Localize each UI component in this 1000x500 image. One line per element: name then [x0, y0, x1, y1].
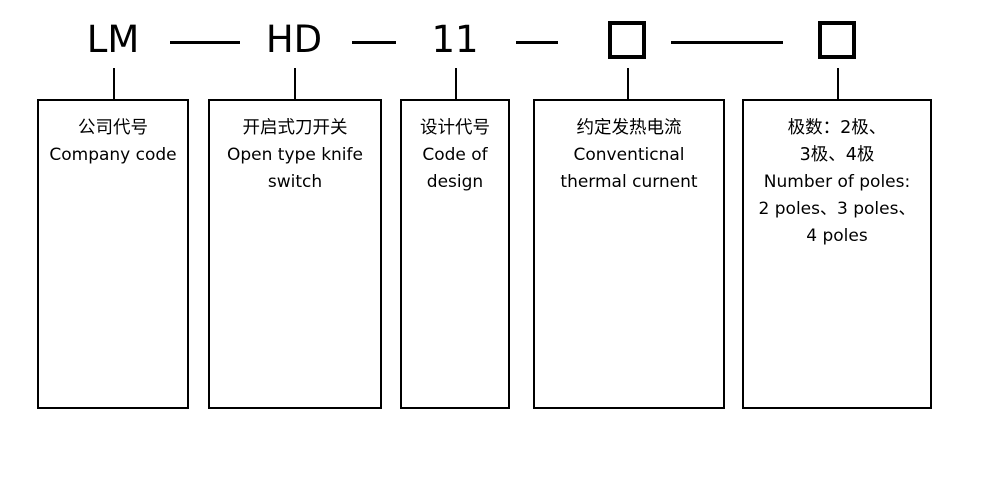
description-line-en: 4 poles: [806, 226, 868, 246]
description-box-conventional-thermal-current: 约定发热电流 Conventicnal thermal curnent: [533, 99, 725, 409]
connector-stem-company-code: [113, 68, 115, 100]
description-line-en: Number of poles:: [763, 172, 911, 192]
description-line-cn: 3极、4极: [799, 145, 875, 165]
description-line-cn: 约定发热电流: [576, 118, 682, 138]
description-line-cn: 开启式刀开关: [242, 118, 348, 138]
connector-stem-conventional-thermal-current: [627, 68, 629, 100]
description-box-company-code: 公司代号 Company code: [37, 99, 189, 409]
code-separator-dash-1: [170, 41, 240, 44]
code-token-design: 11: [431, 18, 479, 61]
code-separator-dash-3: [516, 41, 558, 44]
description-line-cn: 设计代号: [420, 118, 490, 138]
description-line-en: Code of: [422, 145, 488, 165]
code-token-company: LM: [86, 18, 140, 61]
code-separator-dash-4: [671, 41, 783, 44]
description-line-cn: 公司代号: [78, 118, 148, 138]
connector-stem-open-type-knife-switch: [294, 68, 296, 100]
description-box-number-of-poles: 极数：2极、 3极、4极 Number of poles: 2 poles、3 …: [742, 99, 932, 409]
description-box-open-type-knife-switch: 开启式刀开关 Open type knife switch: [208, 99, 382, 409]
code-token-poles-placeholder-square: [818, 21, 856, 59]
description-line-en: 2 poles、3 poles、: [758, 199, 916, 219]
description-line-cn: 极数：2极、: [787, 118, 887, 138]
description-line-en: Conventicnal: [573, 145, 685, 165]
code-token-current-placeholder-square: [608, 21, 646, 59]
description-line-en: thermal curnent: [560, 172, 698, 192]
description-line-en: design: [426, 172, 484, 192]
connector-stem-code-of-design: [455, 68, 457, 100]
code-token-series: HD: [265, 18, 323, 61]
description-line-en: Company code: [49, 145, 177, 165]
connector-stem-number-of-poles: [837, 68, 839, 100]
description-line-en: switch: [267, 172, 323, 192]
code-separator-dash-2: [352, 41, 396, 44]
description-line-en: Open type knife: [227, 145, 363, 165]
description-box-code-of-design: 设计代号 Code of design: [400, 99, 510, 409]
